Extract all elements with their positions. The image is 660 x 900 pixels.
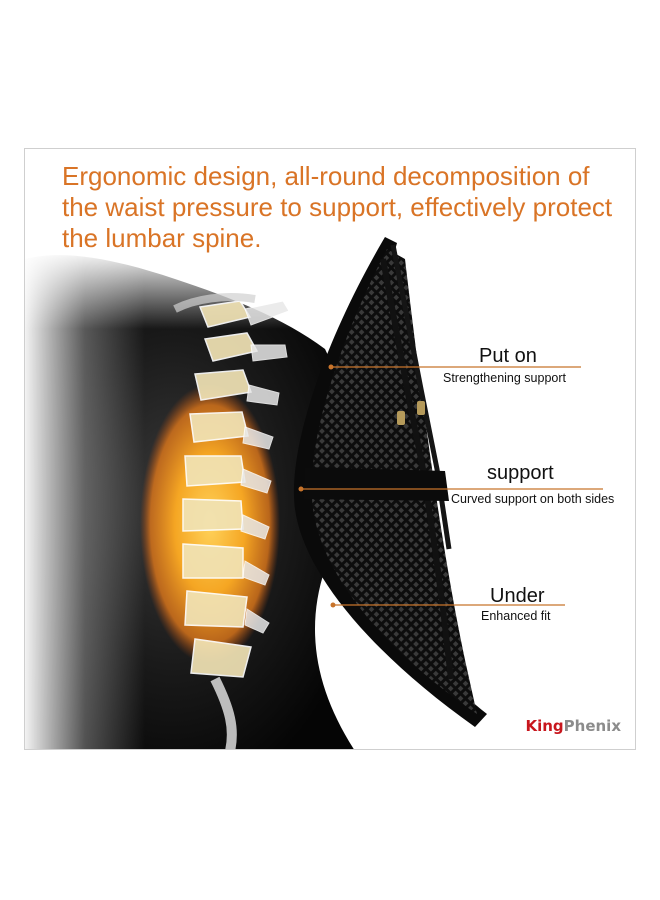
callout-under-subtitle: Enhanced fit	[481, 609, 551, 623]
lumbar-illustration	[25, 237, 603, 749]
callout-under-title: Under	[490, 585, 545, 607]
callout-support-title: support	[487, 462, 554, 484]
product-image-frame: Ergonomic design, all-round decompositio…	[24, 148, 636, 750]
callout-put-on-subtitle: Strengthening support	[443, 371, 567, 385]
callout-put-on-title: Put on	[479, 345, 537, 367]
brand-logo-part1: King	[525, 717, 564, 735]
brand-logo: KingPhenix	[525, 717, 621, 735]
callout-support-subtitle: Curved support on both sides	[451, 492, 615, 506]
brand-logo-part2: Phenix	[563, 717, 621, 735]
headline: Ergonomic design, all-round decompositio…	[62, 161, 613, 253]
